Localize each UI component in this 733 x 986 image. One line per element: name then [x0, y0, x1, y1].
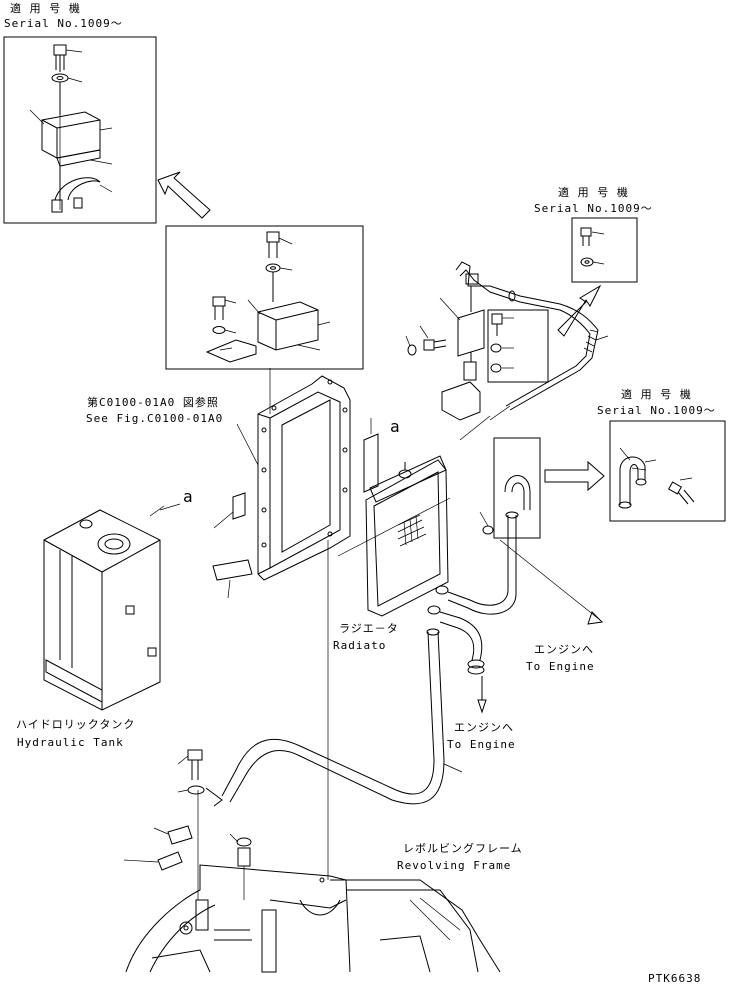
- radiator-label-jp: ラジエ－タ: [339, 622, 399, 635]
- radiator-label-en: Radiato: [333, 639, 387, 652]
- ref-a-leader-1: [159, 503, 181, 511]
- return-hose: [221, 628, 463, 805]
- reference-mark-a-tank: a: [183, 487, 194, 506]
- applicability-label-right2-en: Serial No.1009～: [597, 404, 716, 417]
- revolving-frame-label-jp: レボルビングフレーム: [403, 842, 523, 855]
- to-engine-label-1-en: To Engine: [526, 660, 595, 673]
- inset-box-right-middle: [609, 420, 726, 522]
- see-figure-label-en: See Fig.C0100-01A0: [86, 412, 224, 425]
- seal-pads: [212, 418, 379, 599]
- reference-mark-a-radiator: a: [390, 417, 401, 436]
- overflow-hose: [455, 261, 609, 421]
- to-engine-label-1-jp: エンジンへ: [534, 643, 594, 656]
- hose-bracket: [405, 273, 549, 421]
- arrow-to-right-inset: [544, 460, 605, 492]
- inset-box-middle: [165, 225, 364, 370]
- to-engine-leader: [337, 497, 604, 625]
- inset-box-right-top: [571, 217, 638, 283]
- arrow-to-right-top-inset: [557, 284, 602, 337]
- see-fig-leader: [236, 423, 259, 466]
- bottom-fasteners: [123, 749, 252, 871]
- lower-radiator-hose: [439, 611, 487, 714]
- revolving-frame-label-en: Revolving Frame: [397, 859, 512, 872]
- arrow-to-inset: [157, 171, 211, 219]
- hydraulic-tank-label-jp: ハイドロリックタンク: [16, 718, 136, 731]
- to-engine-label-2-jp: エンジンへ: [454, 721, 514, 734]
- radiator-core: [365, 455, 449, 617]
- applicability-label-right1-en: Serial No.1009～: [534, 202, 653, 215]
- see-figure-label-jp: 第C0100-01A0 図参照: [87, 396, 219, 409]
- hydraulic-tank: [43, 505, 165, 711]
- radiator-shroud: [257, 375, 351, 581]
- revolving-frame: [125, 864, 501, 973]
- assembly-guide-lines: [59, 115, 491, 900]
- applicability-label-right1-jp: 適 用 号 機: [558, 186, 629, 199]
- upper-radiator-hose: [447, 437, 541, 615]
- to-engine-label-2-en: To Engine: [447, 738, 516, 751]
- drawing-number: PTK6638: [648, 972, 702, 985]
- applicability-label-right2-jp: 適 用 号 機: [621, 388, 692, 401]
- applicability-label-top-jp: 適 用 号 機: [10, 2, 81, 15]
- hydraulic-tank-label-en: Hydraulic Tank: [17, 736, 124, 749]
- applicability-label-top-en: Serial No.1009～: [4, 17, 123, 30]
- inset-box-top-left: [3, 36, 157, 224]
